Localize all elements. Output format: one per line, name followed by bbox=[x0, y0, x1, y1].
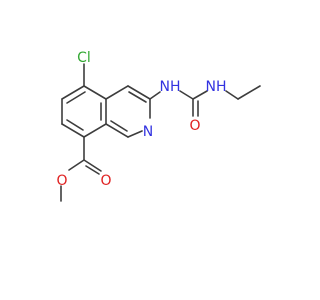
bond bbox=[61, 85, 85, 100]
bond bbox=[225, 90, 239, 100]
bond bbox=[66, 119, 84, 131]
bond bbox=[127, 130, 143, 138]
bond bbox=[128, 91, 147, 103]
ester-carbonyl-oxygen-label: O bbox=[100, 173, 111, 189]
ester-oxygen-label: O bbox=[56, 173, 67, 189]
bond-lines bbox=[60, 63, 261, 202]
atom-labels: Cl NH NH N O O O bbox=[56, 50, 226, 189]
ring-nitrogen-label: N bbox=[143, 124, 153, 140]
bond bbox=[149, 91, 161, 100]
amine-nh-label-2: NH bbox=[206, 79, 227, 95]
bond bbox=[83, 85, 107, 100]
bond bbox=[68, 159, 85, 171]
amine-nh-label-1: NH bbox=[160, 79, 181, 95]
molecule-canvas: Cl NH NH N O O O bbox=[56, 50, 261, 202]
bond bbox=[66, 91, 86, 104]
bond bbox=[192, 90, 208, 100]
structure-diagram: Cl NH NH N O O O bbox=[56, 50, 261, 202]
bond bbox=[105, 123, 129, 138]
bond bbox=[85, 165, 100, 175]
bond bbox=[105, 85, 129, 100]
bond bbox=[61, 123, 85, 138]
bond bbox=[110, 120, 128, 132]
urea-carbonyl-oxygen-label: O bbox=[189, 118, 200, 134]
bond bbox=[83, 123, 107, 138]
chlorine-label: Cl bbox=[77, 50, 91, 66]
bond bbox=[179, 90, 194, 100]
bond bbox=[127, 85, 151, 100]
bond bbox=[83, 159, 102, 172]
bond bbox=[237, 85, 261, 100]
